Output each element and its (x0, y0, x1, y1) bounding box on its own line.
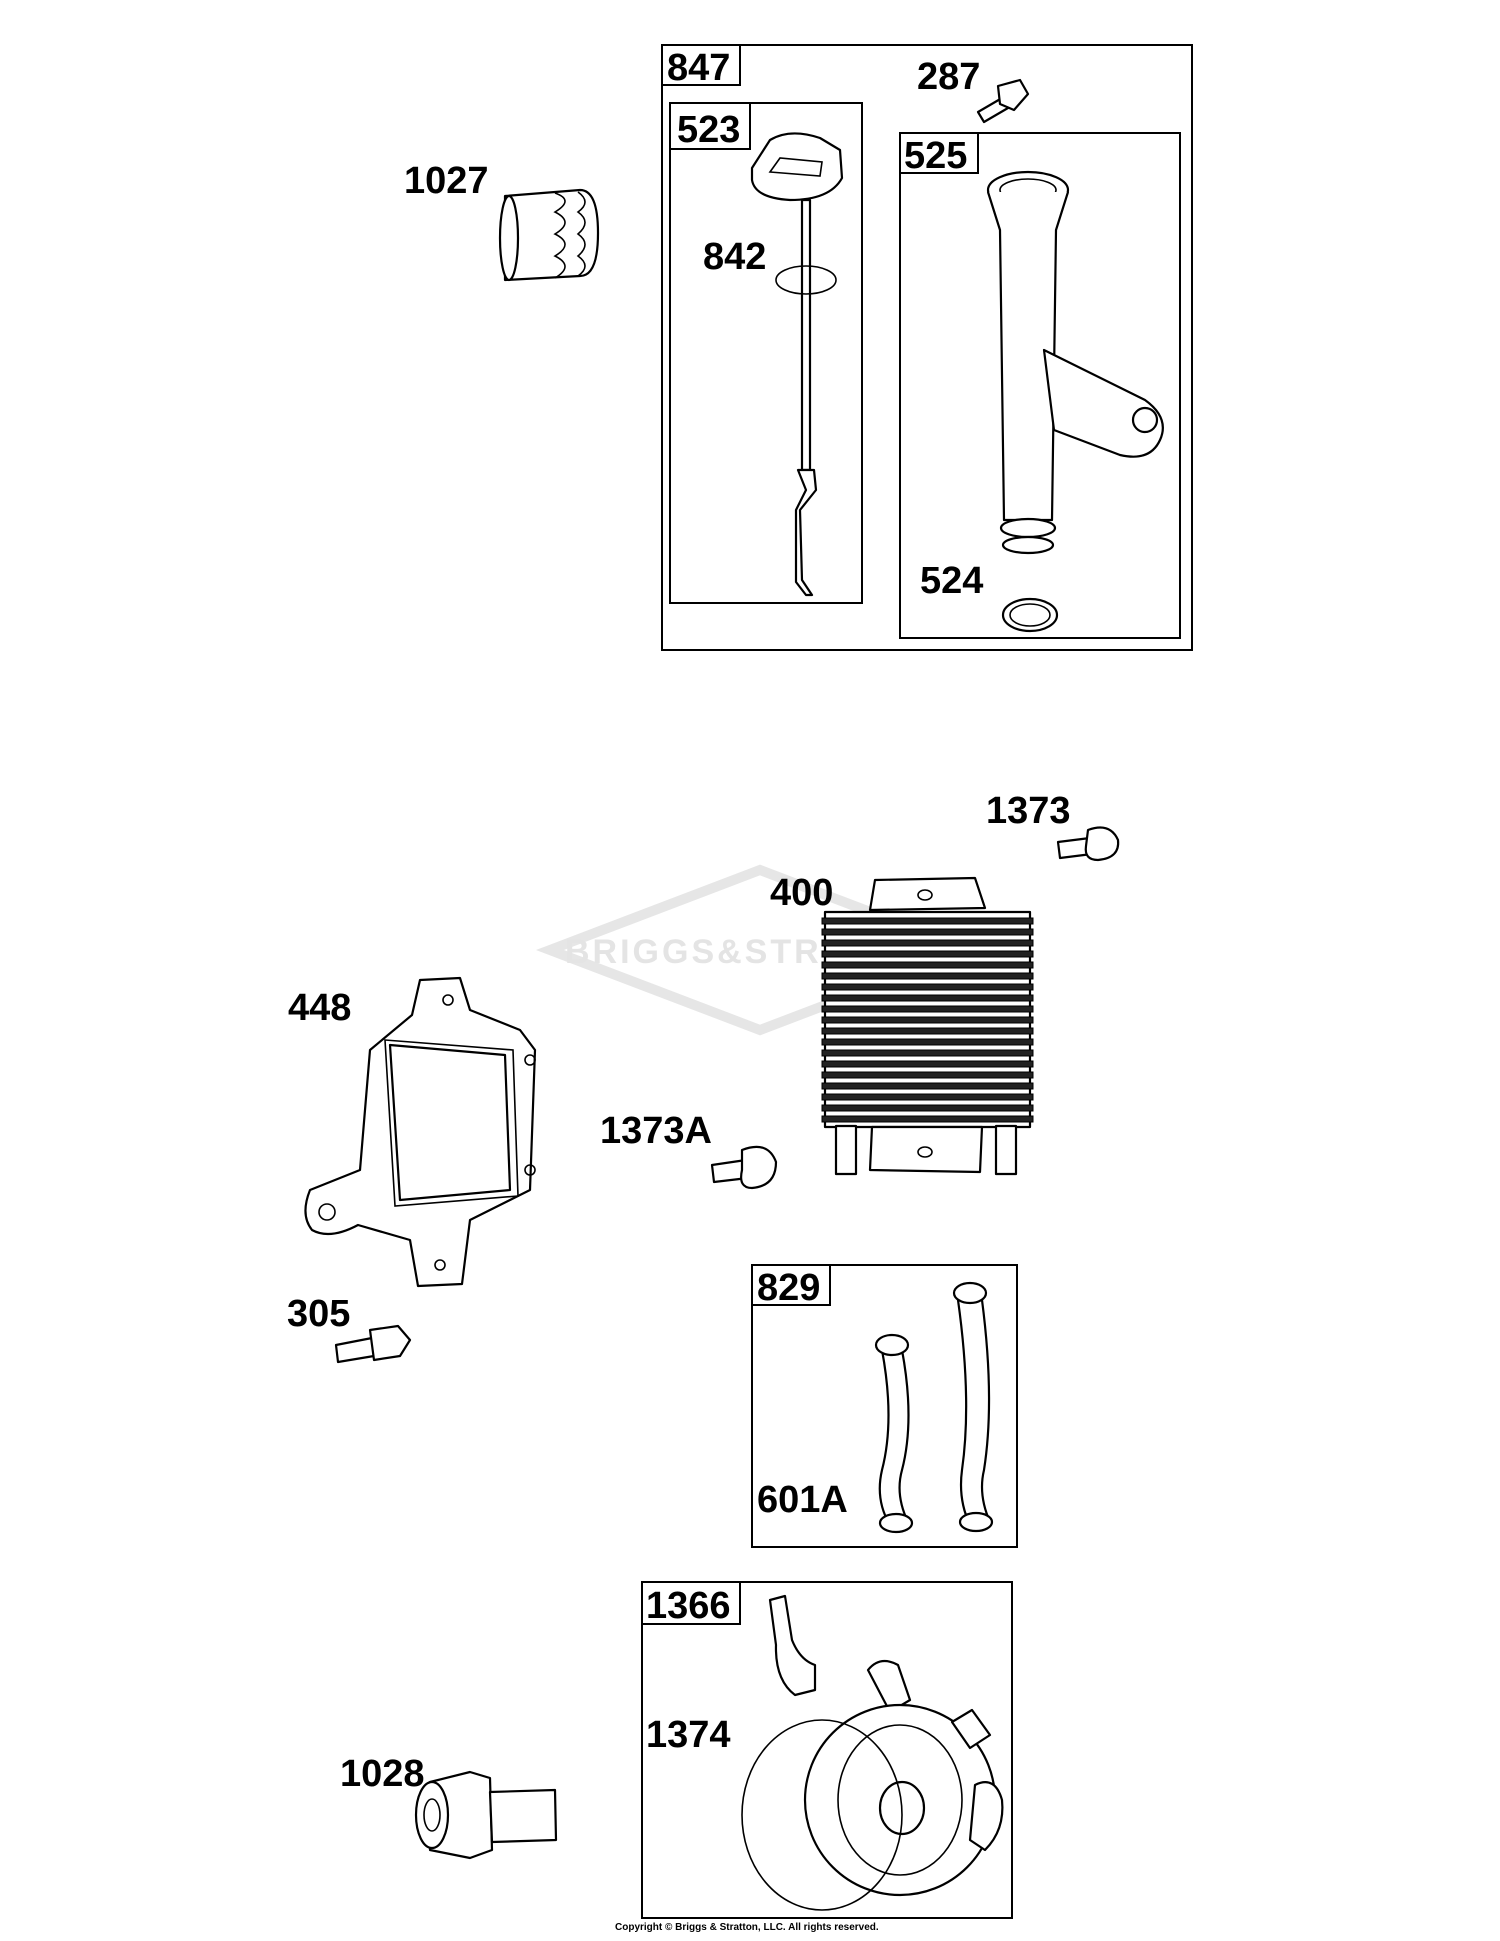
group-label-829: 829 (757, 1267, 820, 1309)
group-box-1366: 1366 (641, 1581, 1013, 1919)
dipstick-tube-drawing (986, 170, 1164, 633)
cooler-fin (821, 939, 1034, 947)
bolt-1373A-drawing (710, 1145, 778, 1190)
part-label-601A: 601A (757, 1479, 848, 1521)
cooler-fin (821, 983, 1034, 991)
part-label-524: 524 (920, 560, 983, 602)
cooler-fin (821, 1071, 1034, 1079)
dipstick-drawing (750, 132, 844, 597)
part-label-1028: 1028 (340, 1753, 425, 1795)
cooler-fin (821, 917, 1034, 925)
screw-305-drawing (334, 1324, 412, 1364)
bolt-1373-drawing (1056, 826, 1120, 862)
part-label-842: 842 (703, 236, 766, 278)
oil-filter-drawing (498, 188, 600, 282)
cooler-fin (821, 994, 1034, 1002)
hoses-601A-drawing (874, 1281, 994, 1534)
group-box-847: 847 (661, 44, 1193, 651)
oil-cooler-drawing (821, 876, 1034, 1176)
cooler-fin (821, 1027, 1034, 1035)
gasket-drawing (304, 976, 537, 1288)
group-box-829: 829 (751, 1264, 1018, 1548)
cooler-fin (821, 961, 1034, 969)
cooler-fin (821, 1049, 1034, 1057)
cooler-fin (821, 1038, 1034, 1046)
cooler-fin (821, 1104, 1034, 1112)
cooler-fin (821, 928, 1034, 936)
cooler-fin (821, 1016, 1034, 1024)
part-label-400: 400 (770, 872, 833, 914)
cooler-fin (821, 1060, 1034, 1068)
cooler-fins (821, 917, 1034, 1123)
part-label-1373A: 1373A (600, 1110, 712, 1152)
group-label-525: 525 (904, 135, 967, 177)
copyright-notice: Copyright © Briggs & Stratton, LLC. All … (615, 1922, 879, 1933)
cooler-fin (821, 1115, 1034, 1123)
part-label-1373: 1373 (986, 790, 1071, 832)
group-label-523: 523 (677, 109, 740, 151)
part-label-1374: 1374 (646, 1714, 731, 1756)
nipple-fitting-drawing (414, 1770, 558, 1860)
oil-filter-adapter-drawing (741, 1594, 1004, 1911)
cooler-fin (821, 1005, 1034, 1013)
part-label-448: 448 (288, 987, 351, 1029)
screw-287-drawing (976, 78, 1030, 124)
group-box-523: 523 (669, 102, 863, 604)
cooler-fin (821, 972, 1034, 980)
cooler-fin (821, 1093, 1034, 1101)
group-label-847: 847 (667, 47, 730, 89)
group-label-1366: 1366 (646, 1585, 731, 1627)
cooler-fin (821, 950, 1034, 958)
part-label-287: 287 (917, 56, 980, 98)
cooler-fin (821, 1082, 1034, 1090)
part-label-305: 305 (287, 1293, 350, 1335)
group-box-525: 525 (899, 132, 1181, 639)
part-label-1027: 1027 (404, 160, 489, 202)
